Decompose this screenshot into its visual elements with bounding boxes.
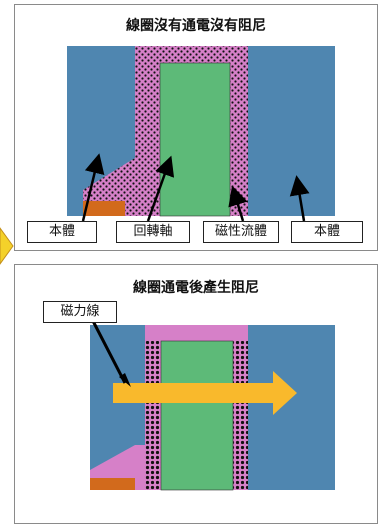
label-body-left: 本體 — [27, 221, 97, 243]
rotor-shaft-top — [159, 62, 231, 217]
panel-no-current: 線圈沒有通電沒有阻尼 本體 回轉軸 磁性流體 本體 — [14, 4, 378, 251]
coil-bottom — [90, 478, 135, 490]
side-marker-arrow — [0, 226, 14, 266]
panel-current-on: 線圈通電後產生阻尼 磁力線 — [14, 264, 378, 524]
label-body-right: 本體 — [291, 221, 363, 243]
label-rotor-shaft: 回轉軸 — [116, 221, 190, 243]
particle-chain-right — [233, 341, 248, 490]
diagram-current-on — [90, 320, 335, 491]
panel-top-title: 線圈沒有通電沒有阻尼 — [126, 18, 266, 34]
panel-bottom-title: 線圈通電後產生阻尼 — [133, 280, 259, 296]
diagram-no-current — [67, 46, 335, 222]
leader-shaft — [146, 155, 175, 222]
leader-flux-head — [119, 373, 131, 387]
label-mr-fluid: 磁性流體 — [203, 221, 279, 243]
coil-top — [83, 201, 125, 216]
label-flux-lines: 磁力線 — [43, 301, 117, 323]
body-right-region — [248, 46, 335, 216]
rotor-shaft-bottom — [160, 340, 234, 491]
flux-arrow — [113, 371, 297, 415]
leader-body-right — [289, 175, 310, 222]
particle-chain-left — [145, 341, 161, 490]
leader-fluid — [228, 185, 248, 222]
leader-flux — [91, 320, 127, 384]
leader-body-left — [81, 153, 105, 222]
